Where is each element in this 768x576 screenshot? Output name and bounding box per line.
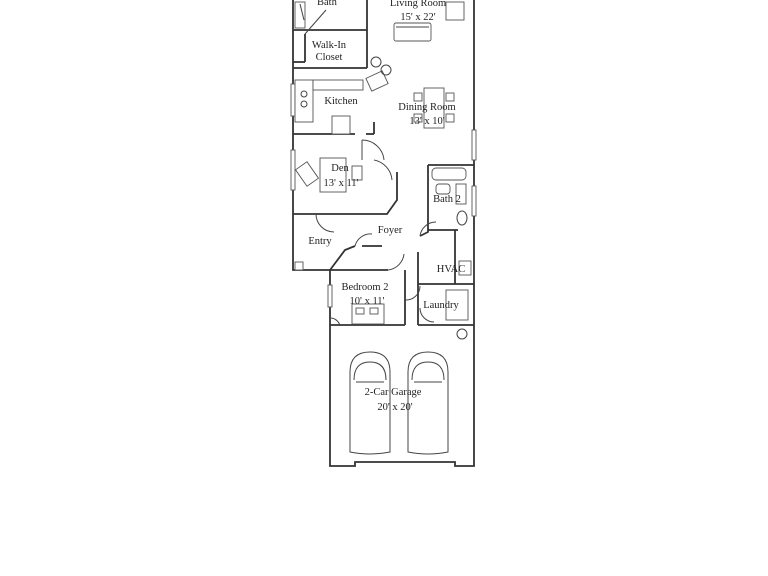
hvac-label: HVAC (437, 264, 465, 275)
living-room-label: Living Room (390, 0, 446, 9)
interior-walls (293, 0, 474, 326)
foyer-label: Foyer (378, 225, 403, 236)
den-label: Den (331, 163, 349, 174)
outer-walls (292, 0, 475, 467)
room-labels: Bath Living Room 15' x 22' Walk-In Close… (308, 0, 465, 413)
laundry-label: Laundry (423, 300, 459, 311)
doors (304, 9, 437, 327)
dining-room-label: Dining Room (398, 102, 455, 113)
bedroom-2-dims: 10' x 11' (350, 296, 385, 307)
garage-cars (349, 351, 449, 455)
bath-2-label: Bath 2 (433, 194, 461, 205)
fixtures (294, 1, 472, 340)
walk-in-closet-label-2: Closet (316, 52, 343, 63)
kitchen-label: Kitchen (324, 96, 358, 107)
bedroom-2-label: Bedroom 2 (342, 282, 389, 293)
bath-label: Bath (317, 0, 338, 8)
walk-in-closet-label-1: Walk-In (312, 40, 347, 51)
windows (290, 83, 477, 308)
entry-label: Entry (308, 236, 332, 247)
garage-dims: 20' x 20' (377, 402, 412, 413)
den-dims: 13' x 11' (324, 178, 359, 189)
dining-room-dims: 13' x 10' (409, 116, 444, 127)
garage-label: 2-Car Garage (365, 387, 422, 398)
living-room-dims: 15' x 22' (400, 12, 435, 23)
